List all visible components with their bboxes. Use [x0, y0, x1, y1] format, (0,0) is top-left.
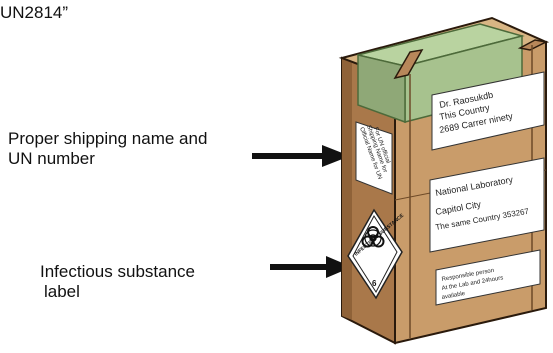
arrow-shipping-name: [252, 145, 350, 167]
hazard-class: 6: [372, 279, 377, 288]
arrow-infectious: [270, 256, 352, 278]
